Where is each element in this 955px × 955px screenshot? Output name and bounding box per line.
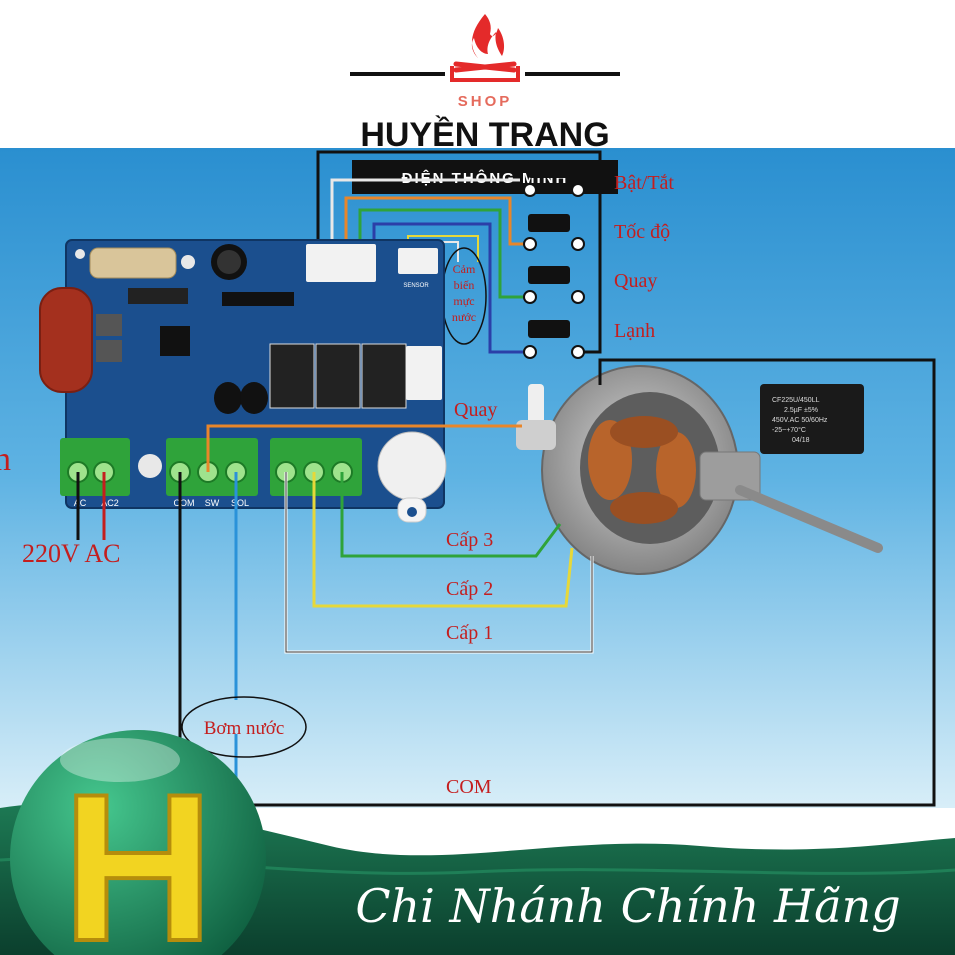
terminal-label-sw: SW <box>205 498 220 508</box>
sensor-label-2: biến <box>454 278 475 292</box>
fuse <box>89 247 177 279</box>
microcontroller <box>160 326 190 356</box>
switch-connector <box>306 244 376 282</box>
label-left-edge: n <box>0 441 11 478</box>
output-connector <box>406 346 442 400</box>
push-button-cool <box>523 320 585 359</box>
label-pump: Bơm nước <box>204 718 285 739</box>
cap-line-1: CF225U/450LL <box>772 397 820 404</box>
sensor-label-3: mực <box>453 294 474 308</box>
footer-text: Chi Nhánh Chính Hãng <box>355 879 900 933</box>
footer-banner: H Chi Nhánh Chính Hãng <box>0 730 955 955</box>
brand-tagline: ĐIỆN THÔNG MINH <box>402 169 569 187</box>
label-speed-1: Cấp 1 <box>446 622 493 644</box>
label-power: 220V AC <box>22 539 121 568</box>
buzzer <box>377 431 447 501</box>
label-swing-wire: Quay <box>454 399 497 421</box>
brand-name: HUYỀN TRANG <box>360 116 609 154</box>
filter-capacitor <box>39 287 93 393</box>
shop-label: SHOP <box>458 93 513 110</box>
campfire-icon <box>450 14 520 82</box>
badge-letter: H <box>62 750 214 955</box>
terminal-label-sol: SOL <box>231 498 249 508</box>
pin-header <box>222 292 294 306</box>
brand-logo: SHOP HUYỀN TRANG ĐIỆN THÔNG MINH <box>350 14 620 194</box>
cap-line-3: 450V.AC 50/60Hz <box>772 417 828 424</box>
label-speed-3: Cấp 3 <box>446 529 493 551</box>
cap-line-4: -25~+70°C <box>772 426 806 434</box>
terminal-block-speed <box>270 438 362 496</box>
label-swing: Quay <box>614 270 657 292</box>
sensor-connector <box>398 248 438 274</box>
sensor-label-1: Cảm <box>453 262 476 276</box>
terminal-label-com: COM <box>174 498 195 508</box>
sensor-header-label: SENSOR <box>403 283 429 289</box>
label-com: COM <box>446 776 492 798</box>
relay-q4 <box>269 343 315 409</box>
swing-motor <box>528 384 544 424</box>
cap-line-5: 04/18 <box>792 437 810 444</box>
fan-motor <box>516 365 883 575</box>
relay-q2 <box>361 343 407 409</box>
terminal-label-ac: AC <box>74 498 87 508</box>
label-speed: Tốc độ <box>614 221 670 243</box>
terminal-block-power <box>60 438 130 496</box>
relay-q3 <box>315 343 361 409</box>
terminal-label-ac2: AC2 <box>101 498 119 508</box>
motor-shaft <box>735 485 883 553</box>
push-button-on-off <box>523 160 585 197</box>
push-button-speed <box>523 214 585 251</box>
pump-callout: Bơm nước <box>181 696 307 758</box>
push-button-swing <box>523 266 585 304</box>
motor-capacitor: CF225U/450LL 2.5µF ±5% 450V.AC 50/60Hz -… <box>760 384 864 454</box>
label-speed-2: Cấp 2 <box>446 578 493 600</box>
sensor-label-4: nước <box>452 310 476 324</box>
label-on-off: Bật/Tắt <box>614 172 674 194</box>
cap-line-2: 2.5µF ±5% <box>784 407 818 414</box>
badge-orb <box>10 730 266 955</box>
label-cool: Lạnh <box>614 320 655 342</box>
